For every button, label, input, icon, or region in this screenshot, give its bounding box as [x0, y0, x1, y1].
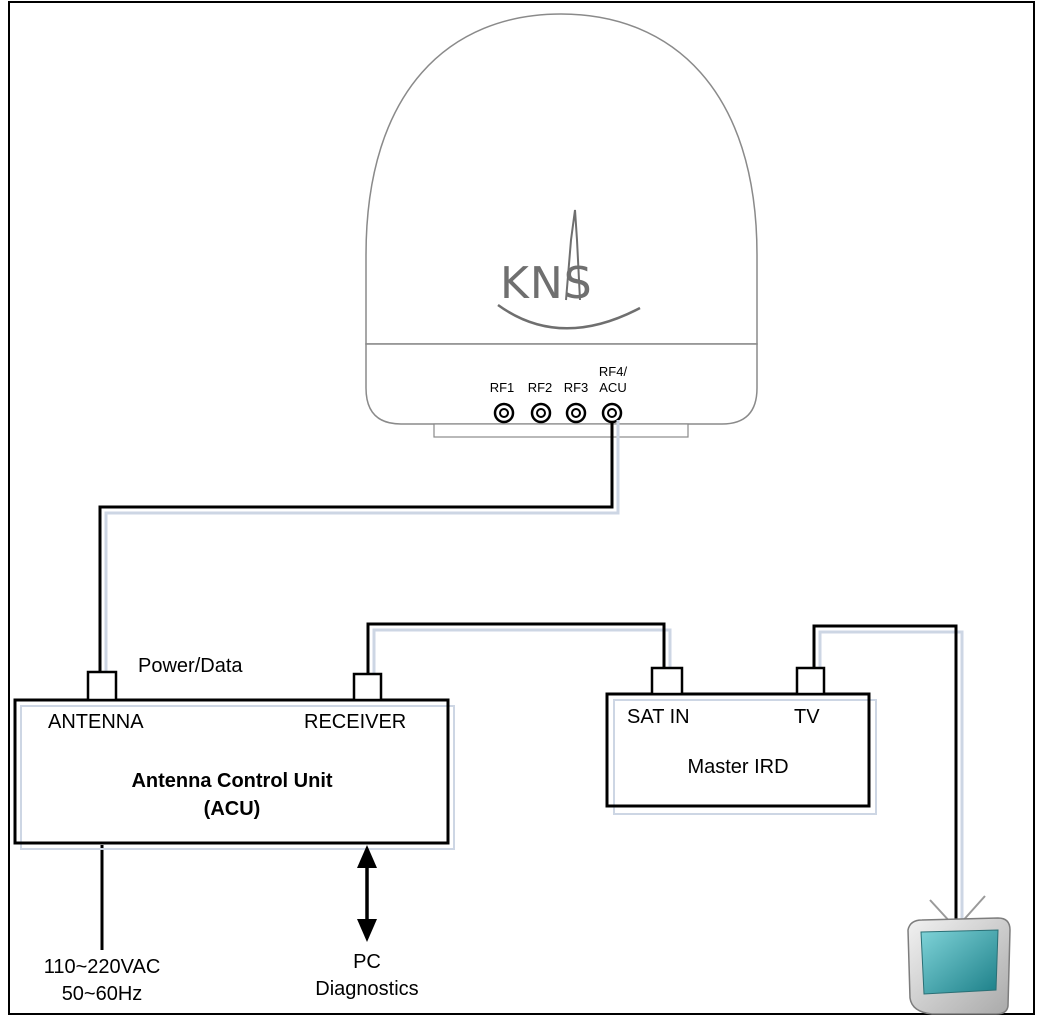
ird-tv-label: TV [794, 706, 820, 728]
acu-box [13, 698, 450, 845]
ird-sat-in-port [650, 666, 684, 696]
power-label-line2: 50~60Hz [62, 983, 143, 1005]
acu-receiver-label: RECEIVER [304, 711, 406, 733]
acu-antenna-port [86, 670, 118, 702]
connector-rf2 [530, 402, 552, 424]
power-label-line1: 110~220VAC [44, 956, 161, 978]
dome-base [365, 343, 758, 425]
port-label-rf4-line2: ACU [599, 380, 626, 395]
pc-label-line2: Diagnostics [315, 978, 418, 1000]
acu-title-line2: (ACU) [204, 798, 261, 820]
acu-unit: ANTENNA RECEIVER Antenna Control Unit (A… [13, 670, 455, 850]
connector-rf4 [601, 402, 623, 424]
pc-diagnostics-arrow [357, 845, 377, 942]
kns-logo: KNS [497, 209, 641, 330]
arrow-down-icon [357, 919, 377, 942]
power-data-label: Power/Data [138, 655, 243, 677]
arrow-up-icon [357, 845, 377, 868]
port-label-rf1: RF1 [490, 380, 515, 395]
connector-rf3 [565, 402, 587, 424]
ird-tv-port [795, 666, 826, 696]
port-label-rf4-line1: RF4/ [599, 364, 628, 379]
tv-screen [920, 929, 999, 995]
logo-swoosh [497, 303, 641, 330]
master-ird: SAT IN TV Master IRD [605, 666, 877, 815]
outer-frame [8, 1, 1035, 1015]
cable-antenna-to-acu [98, 422, 614, 672]
antenna-dome: KNS RF1 RF2 RF3 RF4/ ACU [365, 13, 758, 438]
connector-rf1 [493, 402, 515, 424]
dome-foot [433, 423, 689, 438]
tv-icon [907, 895, 1011, 1015]
acu-shadow [20, 705, 455, 850]
cable-shadows [104, 420, 964, 924]
ird-title: Master IRD [687, 756, 788, 778]
acu-title-line1: Antenna Control Unit [131, 770, 332, 792]
acu-receiver-port [352, 672, 383, 702]
port-label-rf2: RF2 [528, 380, 553, 395]
dome-cover [365, 13, 758, 345]
pc-label-line1: PC [353, 951, 381, 973]
logo-text: KNS [500, 258, 593, 309]
ird-box [605, 692, 871, 808]
ird-sat-in-label: SAT IN [627, 706, 690, 728]
port-label-rf3: RF3 [564, 380, 589, 395]
cable-acu-to-ird [366, 622, 666, 674]
logo-mast-icon [565, 209, 581, 301]
acu-antenna-label: ANTENNA [48, 711, 144, 733]
cable-ird-to-tv [812, 624, 958, 924]
ird-shadow [613, 699, 877, 815]
